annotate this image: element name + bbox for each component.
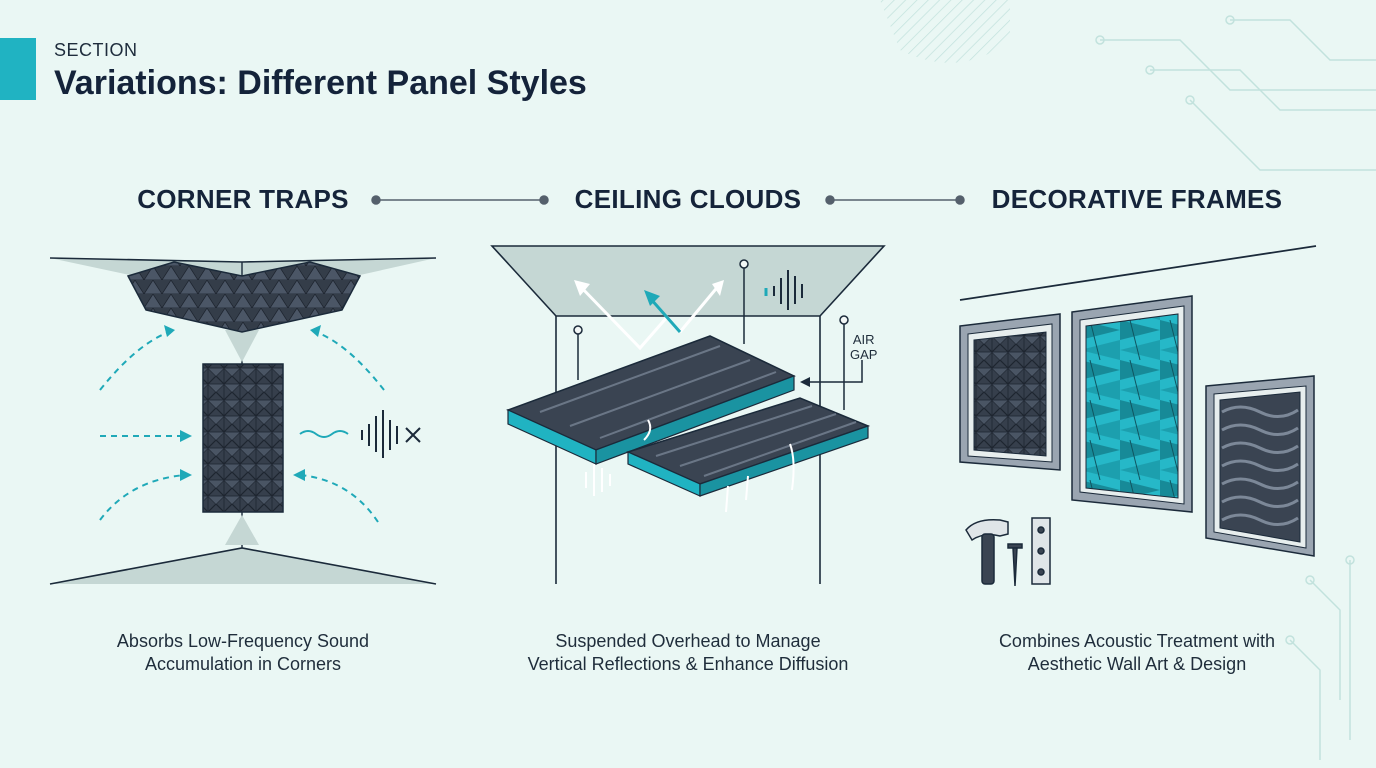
sound-wave-icon <box>299 430 349 438</box>
sound-wave-icon <box>773 270 803 310</box>
caption-corner-traps: Absorbs Low-Frequency Sound Accumulation… <box>116 631 370 674</box>
muted-sound-icon <box>361 410 421 458</box>
ceiling-cloud-illustration <box>490 245 886 584</box>
arrow-icon <box>800 360 863 387</box>
accent-bar <box>0 38 36 100</box>
heading-decorative-frames: DECORATIVE FRAMES <box>991 184 1283 214</box>
hammer-icon <box>965 518 1009 585</box>
page-title: Variations: Different Panel Styles <box>54 64 587 102</box>
decorative-frames-illustration <box>959 245 1317 587</box>
air-gap-label: AIR GAP <box>850 332 878 362</box>
corner-trap-illustration <box>49 257 437 585</box>
nail-icon <box>1007 543 1023 587</box>
circuit-decoration <box>1095 15 1376 760</box>
heading-corner-traps: CORNER TRAPS <box>137 184 349 214</box>
section-eyebrow: SECTION <box>54 40 138 60</box>
caption-ceiling-clouds: Suspended Overhead to Manage Vertical Re… <box>527 631 849 674</box>
heading-ceiling-clouds: CEILING CLOUDS <box>574 184 802 214</box>
decorative-hatch <box>880 0 1010 63</box>
mounting-bracket-icon <box>1031 517 1051 585</box>
heading-connector <box>371 195 965 205</box>
caption-decorative-frames: Combines Acoustic Treatment with Aesthet… <box>998 631 1276 674</box>
